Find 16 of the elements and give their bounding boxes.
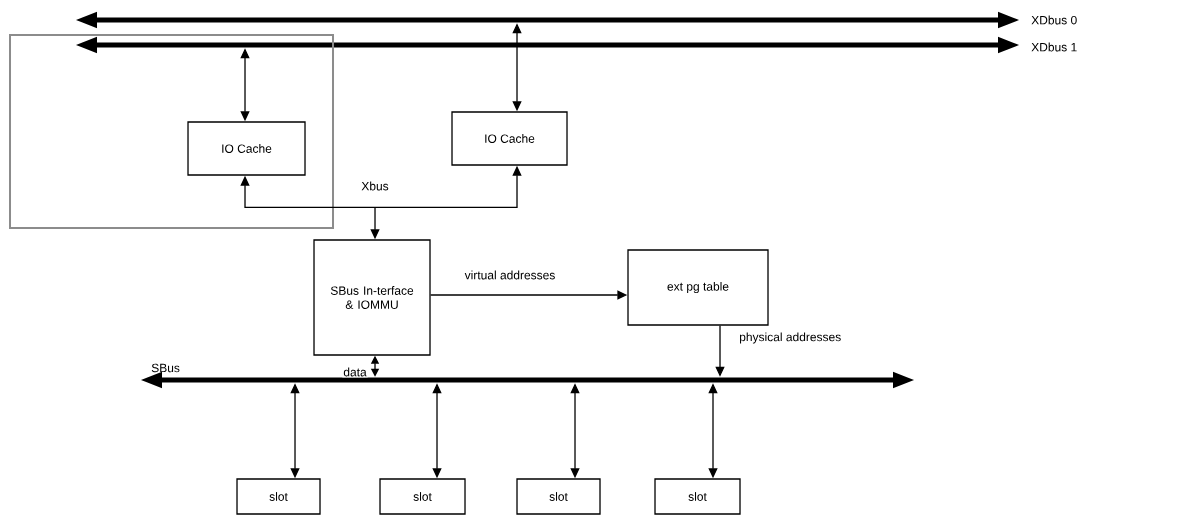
edge-label: Xbus <box>360 180 390 192</box>
cache-box: IO Cache <box>451 111 568 166</box>
slot-box: slot <box>236 478 321 515</box>
bus-label: SBus <box>151 363 180 373</box>
cache-box: IO Cache <box>187 121 306 176</box>
interface-box: SBus In-terface & IOMMU <box>313 239 431 356</box>
bus-label: XDbus 0 <box>1031 15 1077 25</box>
edge-label: virtual addresses <box>463 269 557 281</box>
bus-label: XDbus 1 <box>1031 42 1077 52</box>
edge-label: data <box>342 366 368 378</box>
slot-box: slot <box>379 478 466 515</box>
slot-box: slot <box>654 478 741 515</box>
edge-label: physical addresses <box>738 331 843 345</box>
slot-box: slot <box>516 478 601 515</box>
group-frame <box>9 34 334 229</box>
table-box: ext pg table <box>627 249 769 326</box>
